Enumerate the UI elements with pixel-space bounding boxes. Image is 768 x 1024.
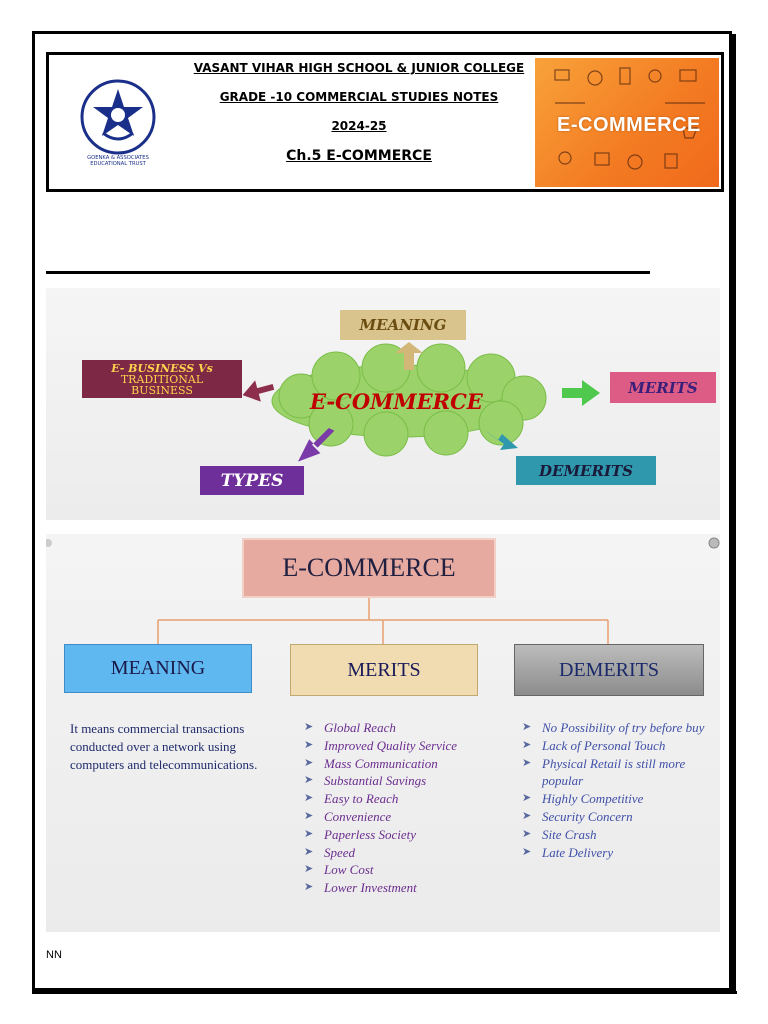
ebiz-line-2: TRADITIONAL [120, 372, 204, 386]
mindmap-demerits-box: DEMERITS [516, 456, 656, 485]
chart-merits-box: MERITS [290, 644, 478, 696]
chart-meaning-box: MEANING [64, 644, 252, 693]
arrow-bullet-icon: ➤ [304, 738, 314, 751]
arrow-bullet-icon: ➤ [522, 809, 532, 822]
ecommerce-icons-decoration [554, 67, 705, 170]
arrow-bullet-icon: ➤ [522, 721, 532, 733]
chart-title-box: E-COMMERCE [242, 538, 496, 598]
ecommerce-banner-image: E-COMMERCE [535, 58, 719, 187]
arrow-bullet-icon: ➤ [304, 721, 314, 733]
cloud-shape [271, 343, 547, 457]
arrow-bullet-icon: ➤ [304, 845, 314, 858]
list-item: ➤Paperless Society [304, 826, 417, 842]
arrow-bullet-icon: ➤ [522, 756, 532, 769]
arrow-down-left-icon [298, 428, 335, 462]
arrow-bullet-icon: ➤ [304, 756, 314, 769]
logo-caption-2: EDUCATIONAL TRUST [90, 161, 146, 167]
list-item: ➤Improved Quality Service [304, 737, 458, 753]
list-item: ➤Easy to Reach [304, 791, 399, 807]
right-ring-icon [708, 537, 720, 549]
arrow-up-icon [395, 342, 423, 370]
chart-demerits-box: DEMERITS [514, 644, 704, 696]
arrow-bullet-icon: ➤ [522, 792, 532, 805]
mindmap-meaning-box: MEANING [340, 310, 466, 340]
list-item: ➤Site Crash [522, 826, 597, 842]
arrow-bullet-icon: ➤ [304, 863, 314, 876]
list-item: ➤Lower Investment [304, 880, 417, 896]
page-border-shadow-right [732, 34, 736, 994]
list-item: ➤Lack of Personal Touch [522, 737, 666, 753]
school-name: VASANT VIHAR HIGH SCHOOL & JUNIOR COLLEG… [193, 61, 525, 75]
list-item: ➤Speed [304, 844, 356, 860]
mindmap-types-box: TYPES [200, 466, 304, 495]
list-item: ➤Convenience [304, 808, 392, 824]
mindmap-merits-box: MERITS [610, 372, 716, 403]
mindmap-graphics [242, 342, 600, 462]
arrow-bullet-icon: ➤ [304, 809, 314, 822]
list-item: ➤Security Concern [522, 808, 633, 824]
grade-title: GRADE -10 COMMERCIAL STUDIES NOTES [219, 90, 499, 104]
list-item: ➤Highly Competitive [522, 791, 644, 807]
banner-title: E-COMMERCE [557, 114, 701, 136]
left-ring-icon [46, 539, 52, 547]
ebiz-line-1: E- BUSINESS Vs [111, 361, 213, 375]
list-item: ➤Mass Communication [304, 755, 438, 771]
list-item: ➤Substantial Savings [304, 773, 427, 789]
list-item: ➤No Possibility of try before buy [522, 720, 705, 735]
school-logo: GOENKA & ASSOCIATES EDUCATIONAL TRUST [80, 79, 156, 167]
header-text: VASANT VIHAR HIGH SCHOOL & JUNIOR COLLEG… [189, 61, 529, 164]
list-item: ➤Low Cost [304, 862, 374, 878]
arrow-right-icon [562, 380, 600, 406]
demerits-list: ➤No Possibility of try before buy ➤Lack … [522, 719, 712, 861]
list-item: ➤Late Delivery [522, 844, 614, 860]
arrow-bullet-icon: ➤ [522, 738, 532, 751]
header-box: GOENKA & ASSOCIATES EDUCATIONAL TRUST VA… [46, 52, 724, 192]
chapter-title: Ch.5 E-COMMERCE [286, 148, 432, 164]
ebiz-line-3: BUSINESS [131, 383, 193, 397]
academic-year: 2024-25 [331, 119, 387, 133]
arrow-bullet-icon: ➤ [304, 792, 314, 805]
logo-caption-1: GOENKA & ASSOCIATES [87, 155, 149, 161]
arrow-bullet-icon: ➤ [522, 827, 532, 840]
ecommerce-chart: E-COMMERCE MEANING MERITS DEMERITS It me… [46, 534, 720, 932]
arrow-down-right-icon [484, 430, 518, 450]
page-border [32, 31, 732, 991]
arrow-bullet-icon: ➤ [304, 881, 314, 894]
arrow-bullet-icon: ➤ [304, 774, 314, 787]
page-border-shadow-bottom [32, 991, 737, 994]
list-item: ➤Physical Retail is still more popular [522, 755, 686, 789]
meaning-description: It means commercial transactions conduct… [70, 721, 258, 772]
ecommerce-mindmap: MEANING E- BUSINESS Vs TRADITIONAL BUSIN… [46, 288, 720, 520]
merits-list: ➤Global Reach ➤Improved Quality Service … [304, 719, 504, 897]
list-item: ➤Global Reach [304, 720, 396, 735]
mindmap-ebiz-box: E- BUSINESS Vs TRADITIONAL BUSINESS [82, 360, 242, 398]
footer-initials: NN [46, 949, 62, 961]
arrow-left-icon [242, 380, 275, 402]
arrow-bullet-icon: ➤ [522, 845, 532, 858]
horizontal-rule [46, 271, 650, 274]
arrow-bullet-icon: ➤ [304, 827, 314, 840]
chart-connectors [46, 537, 720, 644]
mindmap-center-label: E-COMMERCE [310, 389, 483, 414]
